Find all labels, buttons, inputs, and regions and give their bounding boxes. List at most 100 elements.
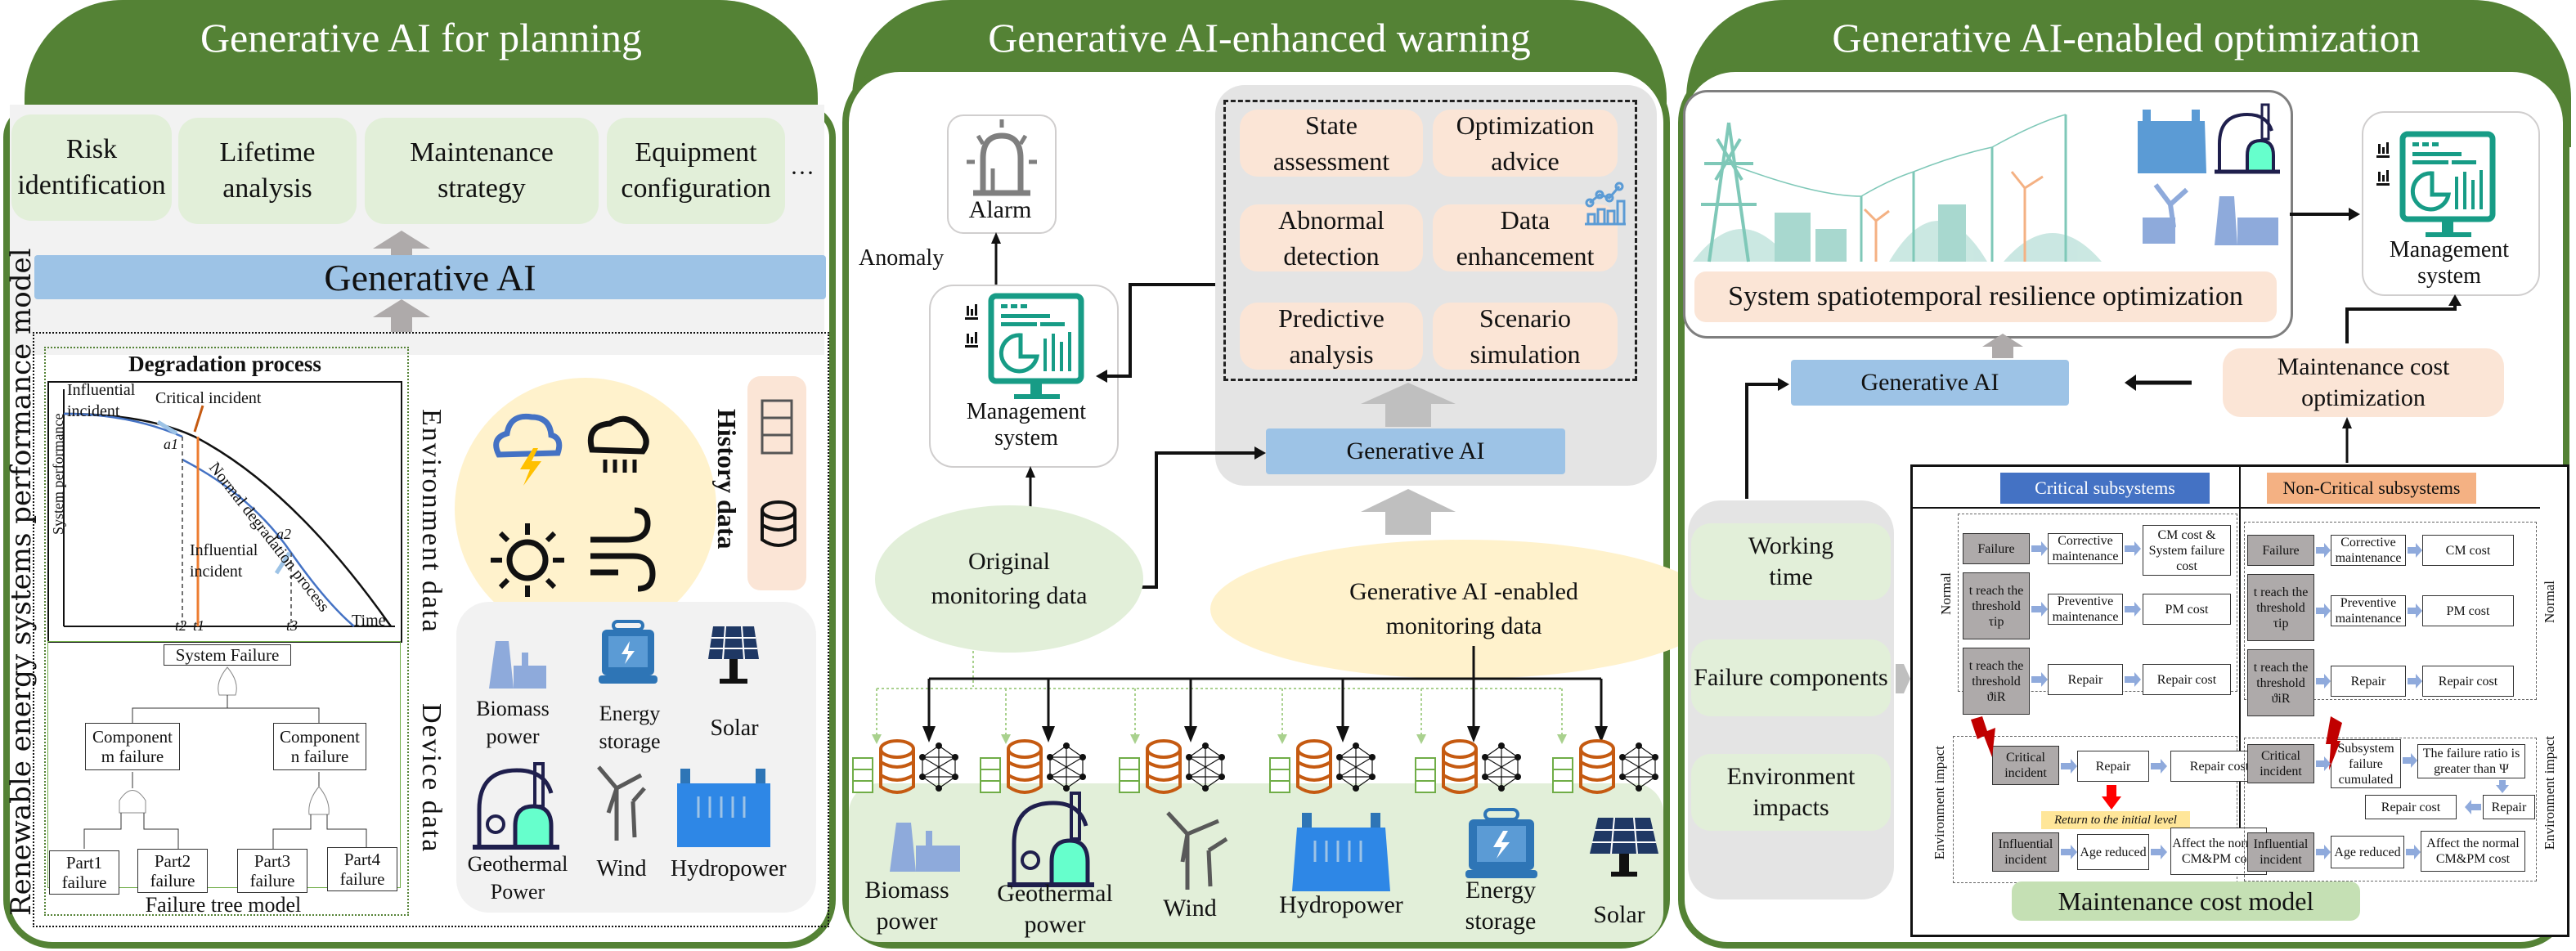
influenced-curve-start — [63, 412, 183, 438]
noncritical-repair-cost: Repair cost — [2422, 666, 2514, 697]
noncritical-pm-cost: PM cost — [2422, 595, 2514, 626]
server-rack-icon — [1552, 757, 1573, 793]
database-icon — [879, 739, 915, 794]
critical-pm-cost: PM cost — [2143, 594, 2231, 625]
noncritical-env-group — [2244, 738, 2537, 881]
warning-generative-ai: Generative AI — [1266, 428, 1565, 474]
critical-failure: Failure — [1963, 533, 2030, 564]
critical-critical-incident: Critical incident — [1992, 746, 2059, 785]
power-grid-illustration — [1693, 114, 2102, 262]
more-ellipsis: ··· — [790, 159, 815, 186]
fault-tree-part1: Part1 failure — [49, 850, 119, 895]
red-down-arrow-icon — [2102, 785, 2121, 810]
optimization-generative-ai: Generative AI — [1791, 360, 2069, 406]
neural-network-icon — [1186, 742, 1225, 792]
dam-icon — [2138, 110, 2206, 173]
device-hydropower-label: Hydropower — [1279, 891, 1403, 918]
t1-label: t1 — [193, 617, 205, 634]
critical-corrective: Corrective maintenance — [2048, 533, 2123, 564]
device-wind-label: Wind — [596, 856, 647, 881]
node-cluster — [1119, 739, 1241, 796]
hydropower-dam-icon — [677, 769, 770, 847]
up-arrow-icon — [373, 231, 430, 263]
input-working-time: Working time — [1691, 523, 1891, 600]
planning-generative-ai: Generative AI — [34, 255, 826, 299]
planning-title: Generative AI for planning — [200, 15, 643, 61]
warning-panel: Generative AI-enhanced warning Alarm Ano… — [842, 0, 1717, 949]
wind-turbine-icon — [1166, 811, 1228, 890]
critical-subsystems-header: Critical subsystems — [2000, 473, 2210, 504]
energy-storage-icon — [1465, 808, 1537, 878]
noncritical-preventive: Preventive maintenance — [2331, 595, 2406, 626]
alarm-label: Alarm — [968, 196, 1032, 223]
server-icon — [761, 399, 793, 455]
anomaly-arrow — [991, 232, 1001, 286]
noncritical-env-repair: Repair — [2483, 795, 2535, 819]
alarm-icon — [967, 119, 1037, 196]
sun-icon — [491, 523, 564, 597]
warning-title: Generative AI-enhanced warning — [988, 15, 1531, 61]
performance-model-label: Renewable energy systems performance mod… — [5, 248, 38, 916]
original-monitoring-data: Original monitoring data — [875, 505, 1143, 653]
flow-arrows — [2031, 541, 2509, 859]
node-cluster — [1552, 739, 1675, 796]
server-rack-icon — [1119, 757, 1140, 793]
noncritical-normal-group — [2244, 522, 2537, 700]
device-energy-storage-label: Energy storage — [1465, 877, 1537, 935]
performance-model-box — [33, 332, 829, 927]
fault-tree-caption: Failure tree model — [145, 893, 302, 917]
influential-pointer-2 — [274, 551, 292, 575]
influential-incident-label-2: Influential incident — [190, 541, 258, 581]
database-icon — [761, 500, 797, 547]
genai-enabled-monitoring-data-label: Generative AI -enabled monitoring data — [1349, 578, 1578, 639]
return-initial-level-note: Return to the initial level — [2041, 811, 2190, 829]
up-arrow-icon — [1361, 489, 1456, 535]
optimization-connectors — [1745, 208, 2462, 499]
noncritical-critical-incident: Critical incident — [2247, 744, 2314, 783]
city-buildings — [1775, 204, 1966, 262]
optimization-title: Generative AI-enabled optimization — [1832, 15, 2421, 61]
function-abnormal-detection: Abnormal detection — [1240, 204, 1423, 271]
fault-tree-top: System Failure — [164, 644, 291, 666]
management-system-label: Management system — [966, 399, 1087, 451]
function-data-enhancement: Data enhancement — [1433, 204, 1618, 271]
critical-env-repair: Repair — [2077, 751, 2149, 782]
influential-pointer-1 — [156, 419, 178, 436]
environment-data-label: Environment data — [416, 409, 447, 634]
neural-network-icon — [919, 742, 958, 792]
neural-network-icon — [1336, 742, 1376, 792]
input-failure-components: Failure components — [1691, 639, 1891, 716]
noncritical-repair: Repair — [2331, 666, 2406, 697]
energy-storage-icon — [599, 620, 657, 684]
neural-network-icon — [1482, 742, 1521, 792]
fault-tree-part4: Part4 failure — [327, 847, 397, 891]
noncritical-cm-cost: CM cost — [2422, 535, 2514, 566]
device-solar-label: Solar — [1593, 901, 1645, 928]
neural-network-icon — [1047, 742, 1086, 792]
server-rack-icon — [852, 757, 873, 793]
device-biomass-label: Biomass power — [476, 697, 550, 748]
device-energy-storage-label: Energy storage — [599, 702, 661, 753]
critical-threshold-theta: t reach the threshold ϑiR — [1963, 648, 2030, 715]
noncritical-env-repair-cost: Repair cost — [2365, 795, 2457, 819]
table-divider-vertical — [2239, 464, 2241, 841]
noncritical-failure-ratio: The failure ratio is greater than Ψ — [2417, 744, 2525, 778]
function-dashed-box — [1223, 100, 1637, 381]
critical-cm-cost: CM cost & System failure cost — [2143, 525, 2231, 576]
up-arrow-icon — [1361, 383, 1456, 427]
hydropower-dam-icon — [1292, 813, 1390, 891]
genai-enabled-monitoring-data: Generative AI -enabled monitoring data — [1210, 540, 1717, 679]
fault-tree-box — [47, 641, 401, 888]
noncritical-subsystems-header: Non-Critical subsystems — [2267, 473, 2476, 504]
planning-panel: Generative AI for planning Risk identifi… — [0, 0, 842, 949]
noncritical-affect-cost: Affect the normal CM&PM cost — [2421, 831, 2525, 872]
noncritical-corrective: Corrective maintenance — [2331, 535, 2406, 566]
device-hydropower-label: Hydropower — [671, 856, 787, 881]
node-cluster — [852, 739, 975, 796]
critical-threshold-tau: t reach the threshold τip — [1963, 572, 2030, 639]
solar-panel-icon — [1590, 817, 1658, 877]
biomass-plant-icon — [489, 641, 546, 689]
wind-turbine-icon — [597, 765, 646, 841]
dashboard-monitor-icon — [965, 293, 1084, 399]
right-arrow-icon — [1896, 664, 1910, 693]
